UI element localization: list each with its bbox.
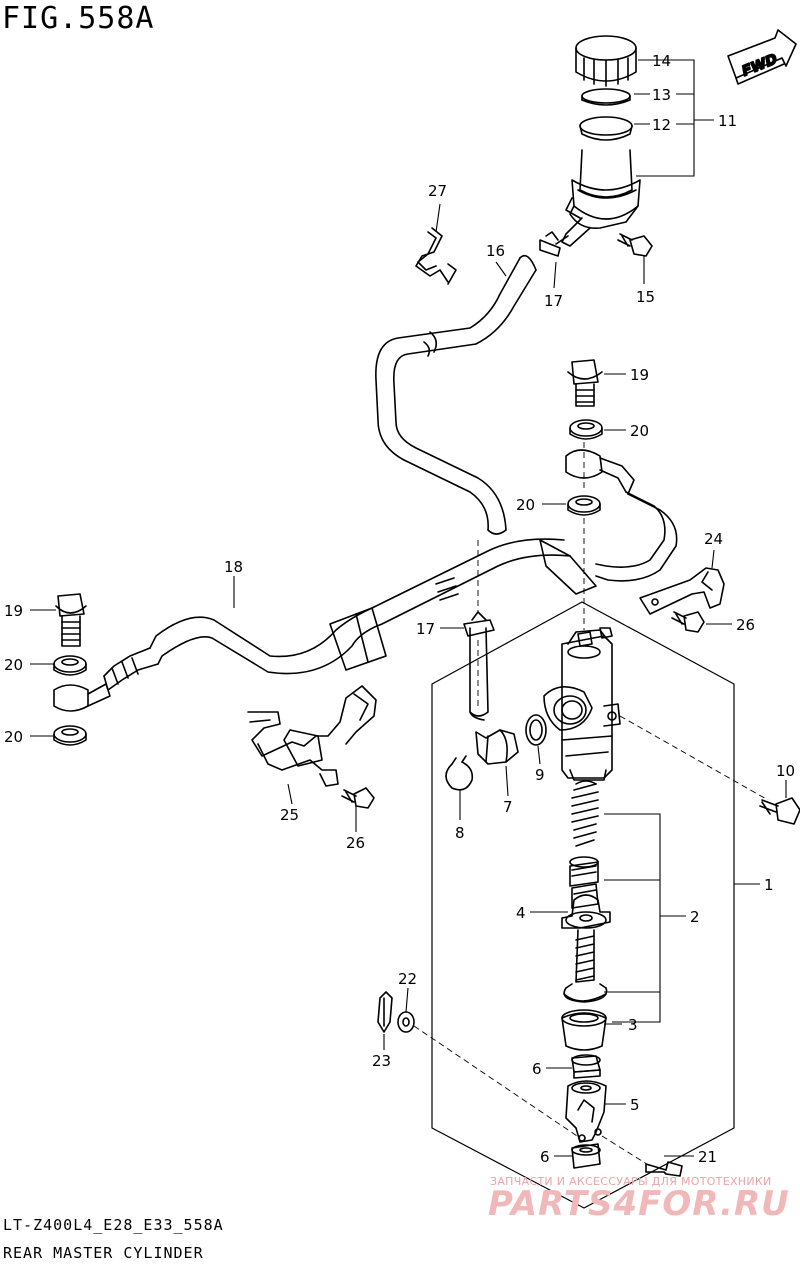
callout-26-right: 26 (736, 616, 755, 634)
assembly-name: REAR MASTER CYLINDER (3, 1244, 204, 1262)
brake-hose-banjo-left (53, 683, 111, 712)
circlip (445, 755, 474, 791)
clevis-pin (645, 1161, 683, 1177)
callout-7: 7 (503, 798, 513, 816)
snap-ring (563, 983, 608, 1003)
callout-14: 14 (652, 52, 671, 70)
reservoir-body (555, 149, 641, 247)
callout-20-left-lower: 20 (4, 728, 23, 746)
watermark-tagline: ЗАПЧАСТИ И АКСЕССУАРЫ ДЛЯ МОТОТЕХНИКИ (490, 1175, 772, 1188)
callout-4: 4 (516, 904, 526, 922)
union-bolt-top (567, 359, 603, 407)
figure-title: FIG.558A (2, 1, 155, 36)
callout-labels: 14 13 12 11 27 16 17 15 19 20 20 24 26 1… (4, 52, 795, 1166)
fwd-label: FWD (740, 51, 780, 80)
reservoir-screw (617, 233, 653, 257)
union-bolt-left (55, 593, 87, 647)
callout-23: 23 (372, 1052, 391, 1070)
callout-20-left-upper: 20 (4, 656, 23, 674)
washer-middle (567, 495, 601, 516)
callout-5: 5 (630, 1096, 640, 1114)
callout-22: 22 (398, 970, 417, 988)
washer-left-upper (53, 655, 87, 676)
mounting-bolt (759, 797, 800, 825)
callout-17-top: 17 (544, 292, 563, 310)
callout-9: 9 (535, 766, 545, 784)
callout-17-lower: 17 (416, 620, 435, 638)
lock-nut-top (571, 1054, 601, 1079)
o-ring (525, 714, 547, 746)
model-code: LT-Z400L4_E28_E33_558A (3, 1216, 224, 1234)
reservoir-plate (581, 88, 631, 106)
clevis (565, 1080, 607, 1143)
pushrod-guide-4 (561, 894, 611, 929)
reservoir-cap (575, 35, 637, 87)
callout-13: 13 (652, 86, 671, 104)
callout-19-top: 19 (630, 366, 649, 384)
callout-24: 24 (704, 530, 723, 548)
callout-19-left: 19 (4, 602, 23, 620)
reservoir-diaphragm (579, 116, 633, 141)
piston (571, 883, 599, 909)
callout-3: 3 (628, 1016, 638, 1034)
hose-clip (415, 227, 457, 285)
washer-top (569, 419, 603, 440)
brake-hose-banjo-top (565, 449, 678, 582)
bracket-bolt-right (671, 611, 705, 633)
leader-lines (30, 59, 787, 1157)
hose-fitting (475, 729, 519, 765)
spring (571, 780, 599, 847)
callout-1: 1 (764, 876, 774, 894)
fwd-arrow-icon (727, 29, 797, 85)
callout-8: 8 (455, 824, 465, 842)
lock-nut-bottom (571, 1143, 601, 1169)
callout-6-bottom: 6 (540, 1148, 550, 1166)
callout-15: 15 (636, 288, 655, 306)
callout-10: 10 (776, 762, 795, 780)
brake-hose (103, 538, 597, 691)
hose-clamp-lower (463, 611, 495, 637)
dash-lines (413, 442, 769, 1167)
callout-21: 21 (698, 1148, 717, 1166)
pin-washer (397, 1011, 415, 1033)
master-cylinder-body (543, 627, 621, 781)
dust-boot (561, 1009, 607, 1051)
callout-12: 12 (652, 116, 671, 134)
assembly-box-outline (431, 601, 735, 1209)
hose-clamp-top (539, 231, 561, 257)
callout-2: 2 (690, 908, 700, 926)
callout-11: 11 (718, 112, 737, 130)
callout-20-top: 20 (630, 422, 649, 440)
cotter-pin (377, 991, 393, 1033)
callout-25: 25 (280, 806, 299, 824)
reservoir-hose (375, 254, 537, 535)
callout-26-lower: 26 (346, 834, 365, 852)
bracket-bolt-lower (341, 787, 375, 809)
callout-6-top: 6 (532, 1060, 542, 1078)
hose-clamp-bracket (247, 685, 377, 787)
watermark-logo: PARTS4FOR.RU (488, 1184, 790, 1224)
piston-cup (569, 856, 599, 887)
pushrod (575, 929, 595, 983)
reservoir-hose-lower (469, 627, 489, 721)
callout-16: 16 (486, 242, 505, 260)
callout-20-middle: 20 (516, 496, 535, 514)
washer-left-lower (53, 725, 87, 746)
callout-18: 18 (224, 558, 243, 576)
callout-27: 27 (428, 182, 447, 200)
hose-bracket (639, 567, 725, 615)
